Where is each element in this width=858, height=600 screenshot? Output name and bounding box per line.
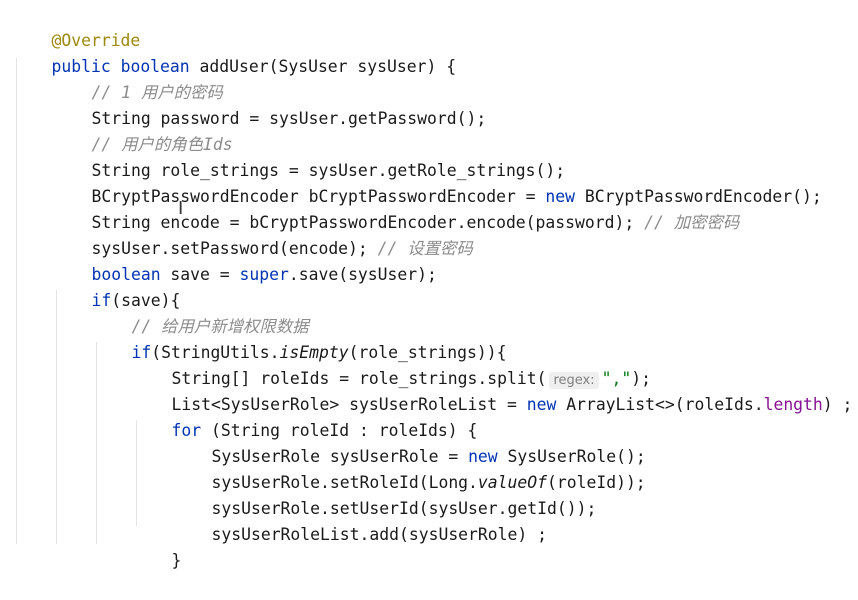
code-line[interactable]: if(StringUtils.isEmpty(role_strings)){ <box>92 314 506 362</box>
code-comment: // 给用户新增权限数据 <box>131 317 309 336</box>
code-line[interactable]: sysUserRole.setUserId(sysUser.getId()); <box>172 470 596 518</box>
code-line[interactable]: BCryptPasswordEncoder bCryptPasswordEnco… <box>52 158 821 206</box>
keyword: boolean <box>120 57 190 76</box>
code-text: ArrayList<>(roleIds. <box>556 395 764 414</box>
code-line[interactable]: boolean save = super.save(sysUser); <box>52 236 436 284</box>
code-comment: // 1 用户的密码 <box>91 83 223 102</box>
code-line[interactable]: } <box>132 522 181 570</box>
code-line[interactable]: sysUserRole.setRoleId(Long.valueOf(roleI… <box>172 444 645 492</box>
code-text: String[] roleIds = role_strings.split( <box>171 369 547 388</box>
code-text: BCryptPasswordEncoder bCryptPasswordEnco… <box>91 187 546 206</box>
code-line[interactable]: String encode = bCryptPasswordEncoder.en… <box>52 184 739 232</box>
keyword: public <box>51 57 111 76</box>
code-text: .save(sysUser); <box>288 265 437 284</box>
code-comment: // 用户的角色Ids <box>91 135 233 154</box>
keyword: new <box>468 447 498 466</box>
code-line[interactable]: String password = sysUser.getPassword(); <box>52 80 486 128</box>
keyword: for <box>171 421 202 440</box>
text-cursor-icon: I <box>178 198 184 219</box>
code-line[interactable]: public boolean addUser(SysUser sysUser) … <box>12 28 456 76</box>
field-reference: length <box>763 395 823 414</box>
keyword: if <box>91 291 112 310</box>
code-text: save = <box>160 265 240 284</box>
code-text: SysUserRole(); <box>497 447 646 466</box>
keyword: new <box>526 395 557 414</box>
code-text: String password = sysUser.getPassword(); <box>91 109 487 128</box>
code-text: (roleId)); <box>547 473 646 492</box>
code-line[interactable]: for (String roleId : roleIds) { <box>132 392 477 440</box>
indent-guide <box>16 58 17 544</box>
code-text: String encode = bCryptPasswordEncoder.en… <box>91 213 645 232</box>
static-method: valueOf <box>477 473 547 492</box>
code-line[interactable]: sysUserRoleList.add(sysUserRole) ; <box>172 496 547 544</box>
method-signature: addUser(SysUser sysUser) { <box>189 57 457 76</box>
code-line[interactable]: @Override <box>12 2 140 50</box>
code-line[interactable]: List<SysUserRole> sysUserRoleList = new … <box>132 366 852 414</box>
code-text: (String roleId : roleIds) { <box>201 421 478 440</box>
code-editor[interactable]: @Override public boolean addUser(SysUser… <box>0 0 858 570</box>
closing-brace: } <box>171 551 182 570</box>
indent-guide <box>136 420 137 526</box>
code-comment: // 设置密码 <box>377 239 473 258</box>
string-literal: "," <box>601 369 632 388</box>
keyword: new <box>545 187 576 206</box>
annotation-override: @Override <box>51 31 141 50</box>
code-line[interactable]: SysUserRole sysUserRole = new SysUserRol… <box>172 418 645 466</box>
code-text: (save){ <box>111 291 181 310</box>
code-text: BCryptPasswordEncoder(); <box>575 187 822 206</box>
code-line[interactable]: String role_strings = sysUser.getRole_st… <box>52 132 565 180</box>
code-text: List<SysUserRole> sysUserRoleList = <box>171 395 527 414</box>
code-line[interactable]: // 1 用户的密码 <box>52 54 222 102</box>
code-text: sysUserRole.setUserId(sysUser.getId()); <box>211 499 597 518</box>
parameter-hint: regex: <box>549 372 599 389</box>
static-method: isEmpty <box>279 343 349 362</box>
code-comment: // 加密密码 <box>644 213 740 232</box>
code-line[interactable]: sysUser.setPassword(encode); // 设置密码 <box>52 210 472 258</box>
code-text: String role_strings = sysUser.getRole_st… <box>91 161 566 180</box>
code-text: (StringUtils. <box>151 343 280 362</box>
code-line[interactable]: // 给用户新增权限数据 <box>92 288 308 336</box>
indent-guide <box>56 290 57 544</box>
indent-guide <box>96 342 97 544</box>
code-text: sysUserRoleList.add(sysUserRole) ; <box>211 525 547 544</box>
code-text: SysUserRole sysUserRole = <box>211 447 469 466</box>
code-line[interactable]: if(save){ <box>52 262 180 310</box>
code-text: ); <box>631 369 651 388</box>
code-text: sysUserRole.setRoleId(Long. <box>211 473 478 492</box>
keyword: if <box>131 343 152 362</box>
code-text: sysUser.setPassword(encode); <box>91 239 378 258</box>
code-text: ) ; <box>822 395 853 414</box>
keyword: boolean <box>91 265 161 284</box>
code-line[interactable]: String[] roleIds = role_strings.split(re… <box>132 340 651 389</box>
code-line[interactable]: // 用户的角色Ids <box>52 106 232 154</box>
code-text: (role_strings)){ <box>348 343 507 362</box>
keyword: super <box>239 265 289 284</box>
